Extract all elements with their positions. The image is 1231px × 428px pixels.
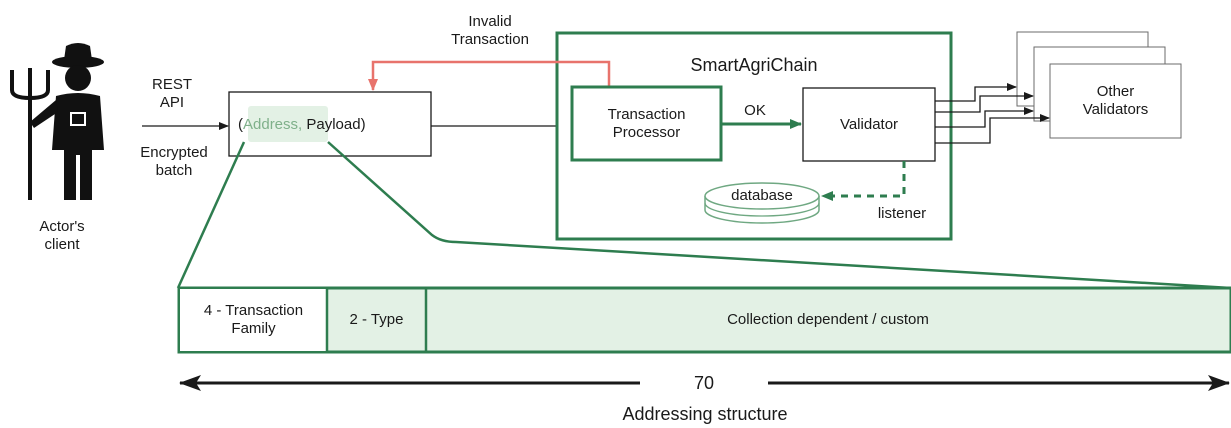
database-cylinder: [704, 182, 820, 224]
database-label: database: [731, 187, 793, 204]
validator-box: [802, 87, 936, 162]
actor-label-line2: client: [44, 236, 80, 253]
invalid-transaction-label: Invalid Transaction: [428, 13, 552, 49]
address-structure-bar: [177, 286, 1231, 354]
payload-label: (Address, Payload): [238, 116, 366, 134]
other-validators-line2: Validators: [1082, 101, 1149, 118]
segment-transaction-family: 4 - Transaction Family: [180, 289, 327, 351]
other-validators-line1: Other: [1096, 83, 1135, 100]
invalid-line1: Invalid: [468, 13, 512, 30]
invalid-line2: Transaction: [451, 31, 529, 48]
processor-line1: Transaction: [607, 105, 686, 123]
segment-type: 2 - Type: [349, 311, 404, 328]
processor-label: Transaction Processor: [572, 87, 721, 160]
actor-label-line1: Actor's: [39, 218, 85, 235]
ok-label: OK: [744, 102, 766, 119]
structure-caption: Addressing structure: [622, 404, 788, 424]
payload-text: Payload): [306, 116, 366, 133]
rest-api-label: REST API: [140, 76, 204, 112]
open-paren: (: [238, 116, 243, 133]
listener-label: listener: [877, 205, 927, 222]
processor-box: [570, 85, 723, 162]
other-validators-label: Other Validators: [1050, 64, 1181, 138]
processor-line2: Processor: [612, 123, 681, 141]
other-validators-box: [1049, 63, 1182, 139]
address-text: Address,: [243, 116, 303, 133]
segment-0-line1: 4 - Transaction: [203, 302, 304, 319]
batch-line1: Encrypted: [140, 144, 208, 161]
invalid-arrow: [368, 60, 611, 91]
rest-line1: REST: [151, 76, 192, 93]
batch-line2: batch: [155, 162, 193, 179]
actor-label: Actor's client: [22, 218, 102, 254]
rest-line2: API: [159, 94, 185, 111]
validator-label: Validator: [839, 115, 899, 133]
farmer-icon: [10, 43, 104, 200]
encrypted-batch-label: Encrypted batch: [124, 144, 224, 180]
address-highlight: [248, 106, 328, 142]
container-title: SmartAgriChain: [690, 55, 818, 75]
length-label: 70: [693, 373, 715, 393]
segment-collection: Collection dependent / custom: [727, 311, 929, 328]
segment-0-line2: Family: [231, 320, 276, 337]
